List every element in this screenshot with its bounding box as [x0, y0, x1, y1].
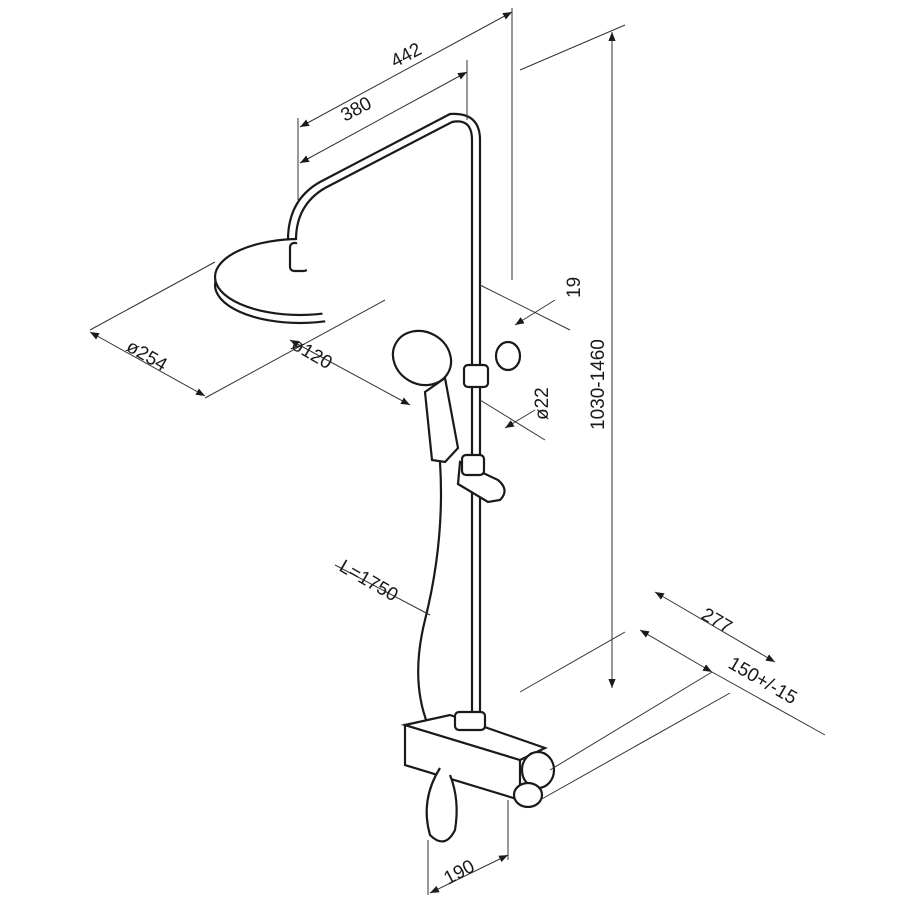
- dim-150: 150+/-15: [725, 653, 801, 709]
- dim-380: 380: [337, 93, 375, 126]
- dim-277: 277: [698, 604, 736, 638]
- dim-hose-length: L=1750: [336, 556, 402, 606]
- dimension-lines: [89, 8, 826, 895]
- dim-height-range: 1030-1460: [588, 339, 609, 430]
- dim-442: 442: [387, 39, 425, 72]
- thermostatic-mixer: [400, 710, 556, 843]
- dim-19: 19: [564, 277, 585, 298]
- hose: [417, 461, 443, 726]
- dim-190: 190: [440, 856, 478, 889]
- rail-brackets: [456, 340, 522, 504]
- dim-254: ø254: [123, 336, 171, 376]
- dim-22: ø22: [532, 387, 553, 420]
